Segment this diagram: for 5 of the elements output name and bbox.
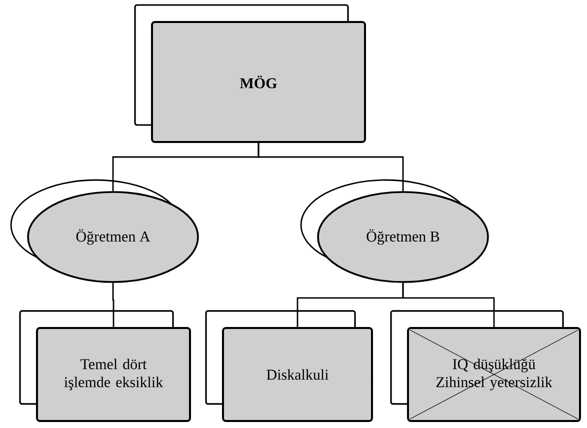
process-box: Diskalkuli [205, 310, 373, 422]
process-box: MÖG [134, 4, 366, 143]
connector-line [112, 282, 114, 327]
connector-line [258, 143, 404, 192]
process-box: Temel dört işlemde eksiklik [19, 310, 191, 422]
